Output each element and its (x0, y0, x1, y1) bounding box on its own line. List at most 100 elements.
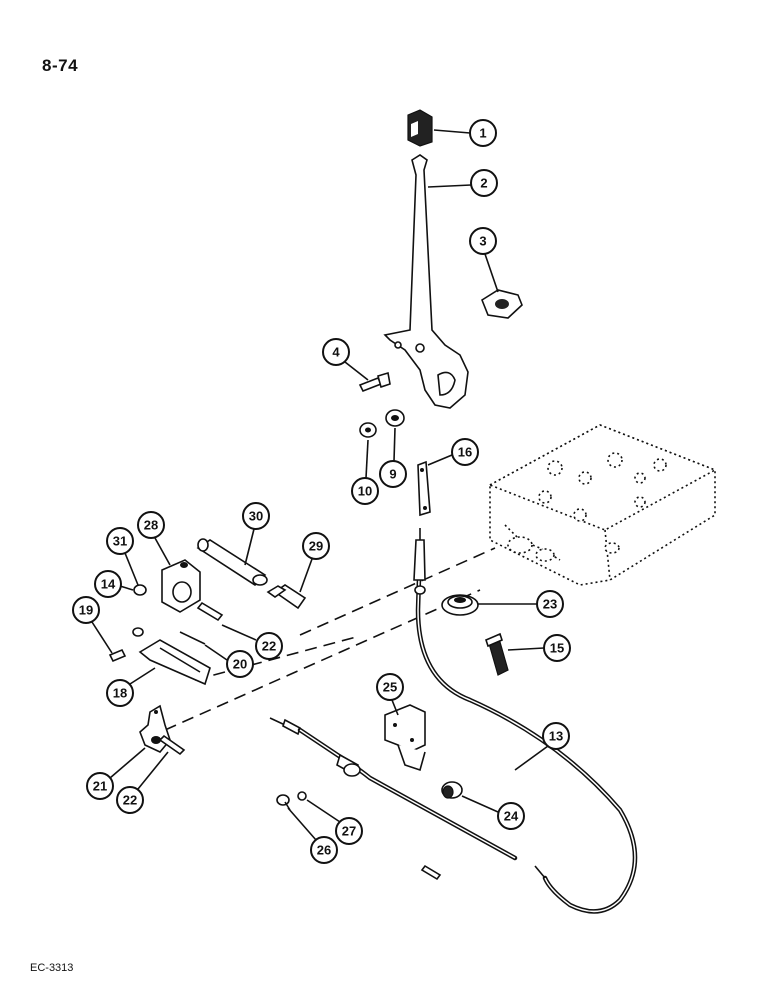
threaded-stud (266, 584, 307, 610)
callout-leader-4 (344, 361, 369, 381)
callout-number: 24 (504, 809, 519, 824)
callout-24: 24 (497, 802, 525, 830)
small-bolt (108, 648, 127, 663)
figure-code: EC-3313 (30, 962, 74, 974)
callout-number: 13 (549, 729, 563, 744)
callout-number: 27 (342, 824, 356, 839)
callout-number: 10 (358, 484, 372, 499)
callout-leader-24 (461, 795, 499, 813)
alignment-lines (164, 547, 496, 731)
callout-27: 27 (335, 817, 363, 845)
callout-number: 15 (550, 641, 564, 656)
callout-number: 22 (262, 639, 276, 654)
callout-20: 20 (226, 650, 254, 678)
callout-10: 10 (351, 477, 379, 505)
callout-leader-28 (154, 537, 171, 566)
callout-1: 1 (469, 119, 497, 147)
callout-25: 25 (376, 673, 404, 701)
callout-28: 28 (137, 511, 165, 539)
callout-13: 13 (542, 722, 570, 750)
callout-leader-14 (119, 585, 134, 591)
nuts (132, 584, 147, 637)
cotter-pin (179, 631, 206, 645)
lever-knob (407, 109, 433, 147)
callout-number: 14 (101, 577, 116, 592)
callout-leader-22 (137, 751, 169, 790)
callout-number: 31 (113, 534, 127, 549)
callout-leader-13 (514, 745, 549, 771)
cable-bracket (384, 704, 426, 772)
bolt (358, 371, 391, 393)
callout-number: 9 (389, 467, 396, 482)
callout-22: 22 (116, 786, 144, 814)
callout-number: 20 (233, 657, 247, 672)
callout-30: 30 (242, 502, 270, 530)
callout-29: 29 (302, 532, 330, 560)
callout-leader-27 (306, 799, 341, 823)
callout-leader-20 (204, 644, 228, 661)
callout-number: 3 (479, 234, 486, 249)
roll-pin-2 (158, 734, 186, 756)
callout-leader-21 (109, 747, 146, 779)
page-number: 8-74 (42, 56, 79, 75)
callout-number: 1 (479, 126, 486, 141)
callout-21: 21 (86, 772, 114, 800)
callout-4: 4 (322, 338, 350, 366)
callout-31: 31 (106, 527, 134, 555)
callout-leader-31 (124, 552, 139, 586)
callout-26: 26 (310, 836, 338, 864)
pivot-block (161, 559, 201, 613)
callout-number: 21 (93, 779, 107, 794)
callout-leader-19 (91, 621, 113, 654)
callout-14: 14 (94, 570, 122, 598)
sleeve (485, 632, 509, 676)
callout-leader-15 (507, 647, 545, 651)
callout-leader-26 (287, 807, 317, 841)
cam-plate (481, 289, 523, 319)
control-cable (413, 528, 638, 914)
callout-number: 22 (123, 793, 137, 808)
control-valve-body (488, 424, 717, 586)
callout-leader-9 (393, 427, 396, 462)
callout-number: 19 (79, 603, 93, 618)
callout-leader-3 (484, 253, 499, 293)
callout-number: 2 (480, 176, 487, 191)
callout-leader-1 (433, 129, 471, 134)
callout-leader-25 (391, 699, 399, 716)
callout-16: 16 (451, 438, 479, 466)
screw-and-washer (276, 791, 307, 811)
callout-number: 16 (458, 445, 472, 460)
link-plate (417, 460, 431, 517)
callout-number: 4 (332, 345, 340, 360)
callout-23: 23 (536, 590, 564, 618)
callout-leader-22 (221, 624, 257, 641)
clevis (138, 639, 211, 686)
callout-leader-10 (365, 439, 369, 479)
spacer-tube (196, 538, 268, 587)
grommet (441, 594, 479, 616)
callout-number: 26 (317, 843, 331, 858)
callout-leader-2 (427, 184, 472, 188)
callout-number: 29 (309, 539, 323, 554)
callout-leader-30 (244, 528, 255, 566)
callout-9: 9 (379, 460, 407, 488)
roll-pin (196, 601, 442, 881)
callout-leader-16 (427, 454, 453, 466)
callout-19: 19 (72, 596, 100, 624)
callout-number: 28 (144, 518, 158, 533)
callout-number: 25 (383, 680, 397, 695)
callout-leader-29 (299, 558, 313, 593)
callout-leader-18 (129, 667, 156, 685)
callout-22: 22 (255, 632, 283, 660)
crank-arm (139, 704, 171, 753)
callout-3: 3 (469, 227, 497, 255)
callout-number: 18 (113, 686, 127, 701)
washers (359, 409, 405, 438)
throttle-cable (269, 717, 518, 861)
callout-number: 30 (249, 509, 263, 524)
callout-2: 2 (470, 169, 498, 197)
callout-18: 18 (106, 679, 134, 707)
plug (441, 781, 463, 799)
